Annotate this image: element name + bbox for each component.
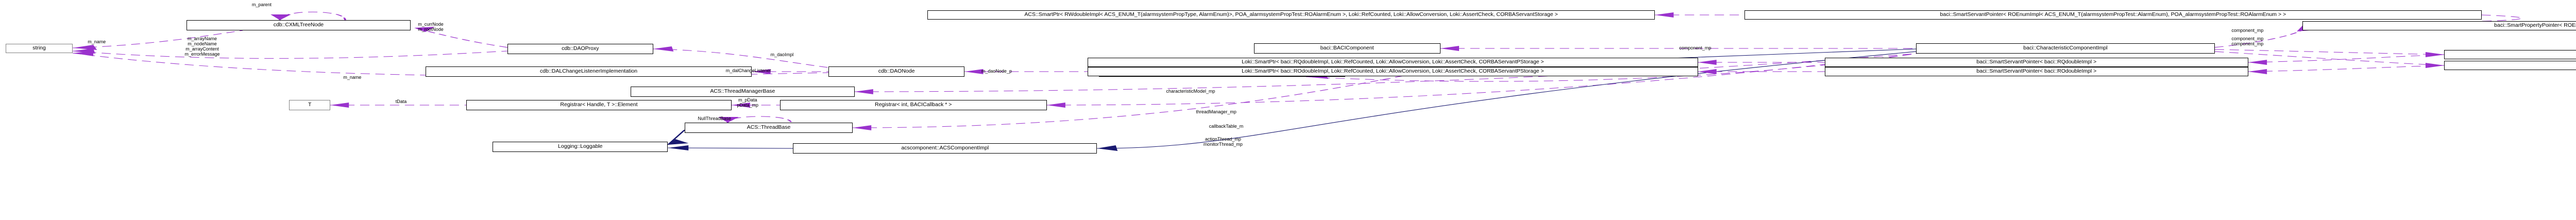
arrow-string-2 [73,48,95,54]
class-node-smartptr_2[interactable]: baci::SmartPropertyPointer< ROEnumImpl< … [2302,21,2576,30]
arrow-sp-rq [2248,60,2267,65]
edge-label-parent: m_parent [251,2,272,7]
class-node-smartservant_1[interactable]: baci::SmartServantPointer< ROEnumImpl< A… [1744,10,2482,20]
class-node-registrar_int[interactable]: Registrar< int, BACICallback * > [779,100,1047,110]
edge-parent-selfloop [279,11,346,21]
class-node-threadbase[interactable]: ACS::ThreadBase [685,123,853,133]
arrow-ro [1698,69,1717,74]
arrow-daonode [964,69,984,74]
arrow-daoproxy [653,46,674,52]
edge-charcomp-smartprop-ro [2214,51,2445,66]
arrow-charcomp-3 [2425,63,2445,68]
edge-label-component_mp_3: component_mp [2231,36,2264,41]
arrow-tmb [854,89,873,94]
edge-ss-ro-sp-ro [2248,65,2445,72]
edge-label-name_1: m_name [88,39,106,44]
class-node-dalchangelistener[interactable]: cdb::DALChangeListenerImplementation [425,66,752,77]
edge-label-name_2: m_name [343,75,362,80]
arrow-string-3 [73,51,94,56]
edge-loggable-threadbase [667,129,686,145]
edge-label-nullthreadbase: NullThreadBase [698,116,731,121]
class-node-smartptr_long[interactable]: ACS::SmartPtr< RWdoubleImpl< ACS_ENUM_T(… [927,10,1655,20]
arrow-bacicomponent [1440,46,1460,51]
arrow-sp-ro [2248,69,2267,74]
edge-label-callbacktable_m: callbackTable_m [1209,124,1244,129]
edge-ss-rq-sp-rq [2248,54,2445,63]
class-node-xmltreenode[interactable]: cdb::CXMLTreeNode [187,20,411,30]
edge-label-component_mp_4: component_mp [2231,41,2264,46]
edge-label-tdata: tData [395,99,407,104]
class-node-registrar_handle[interactable]: Registrar< Handle, T >::Element [466,100,732,110]
edge-charcomp-smartprop-rq [2214,49,2445,55]
arrow-ss-1 [1655,12,1674,18]
edge-label-dalchangelistener: m_dalChangeListener [725,68,771,73]
class-node-acscomponentimpl[interactable]: acscomponent::ACSComponentImpl [793,143,1097,154]
class-node-string[interactable]: string [5,44,73,53]
arrow-loggable-1 [668,139,689,145]
edge-label-component_mp_1: component_mp [1679,45,1711,50]
class-node-smartprop_rq[interactable]: baci::SmartPropertyPointer< baci::RQdoub… [2444,50,2576,59]
arrow-parent [270,14,291,20]
class-node-smartservant_ro[interactable]: baci::SmartServantPointer< baci::ROdoubl… [1824,67,2248,76]
arrow-rq [1698,60,1717,65]
class-node-daonode[interactable]: cdb::DAONode [828,66,965,77]
class-node-loggable[interactable]: Logging::Loggable [493,142,668,152]
arrow-threadbase [853,125,872,130]
class-node-smartservant_rq[interactable]: baci::SmartServantPointer< baci::RQdoubl… [1824,58,2248,67]
edge-label-charmodel_mp: characteristicModel_mp [1166,89,1215,94]
edge-string-daoproxy [72,50,508,59]
class-node-smartptr_rodouble[interactable]: Loki::SmartPtr< baci::ROdoubleImpl, Loki… [1088,67,1698,76]
arrow-loggable-2 [668,145,689,150]
edge-daoproxy-daonode [653,48,829,68]
class-node-smartptr_rqdouble[interactable]: Loki::SmartPtr< baci::RQdoubleImpl, Loki… [1088,58,1698,67]
edge-label-daoimpl: m_daoImpl [770,52,794,57]
class-node-threadmanagerbase[interactable]: ACS::ThreadManagerBase [631,87,855,97]
class-node-T[interactable]: T [289,100,330,110]
edge-threadbase-selfloop [726,116,792,123]
class-node-smartprop_ro[interactable]: baci::SmartPropertyPointer< baci::ROdoub… [2444,61,2576,70]
edge-label-daonode_p: m_daoNode_p [981,69,1012,74]
arrow-charcomp-2 [2425,52,2445,57]
arrow-T [330,103,349,108]
class-node-daoproxy[interactable]: cdb::DAOProxy [507,44,653,54]
arrow-callbacktable [1046,103,1065,108]
class-node-charcomponentimpl[interactable]: baci::CharacteristicComponentImpl [1916,43,2215,54]
edge-label-component_mp_2: component_mp [2231,28,2264,33]
class-node-bacicomponent[interactable]: baci::BACIComponent [1253,43,1440,54]
arrow-string-1 [73,45,97,50]
edge-label-threadmanager_mp: threadManager_mp [1196,109,1236,114]
arrow-acscomp [1097,145,1118,151]
